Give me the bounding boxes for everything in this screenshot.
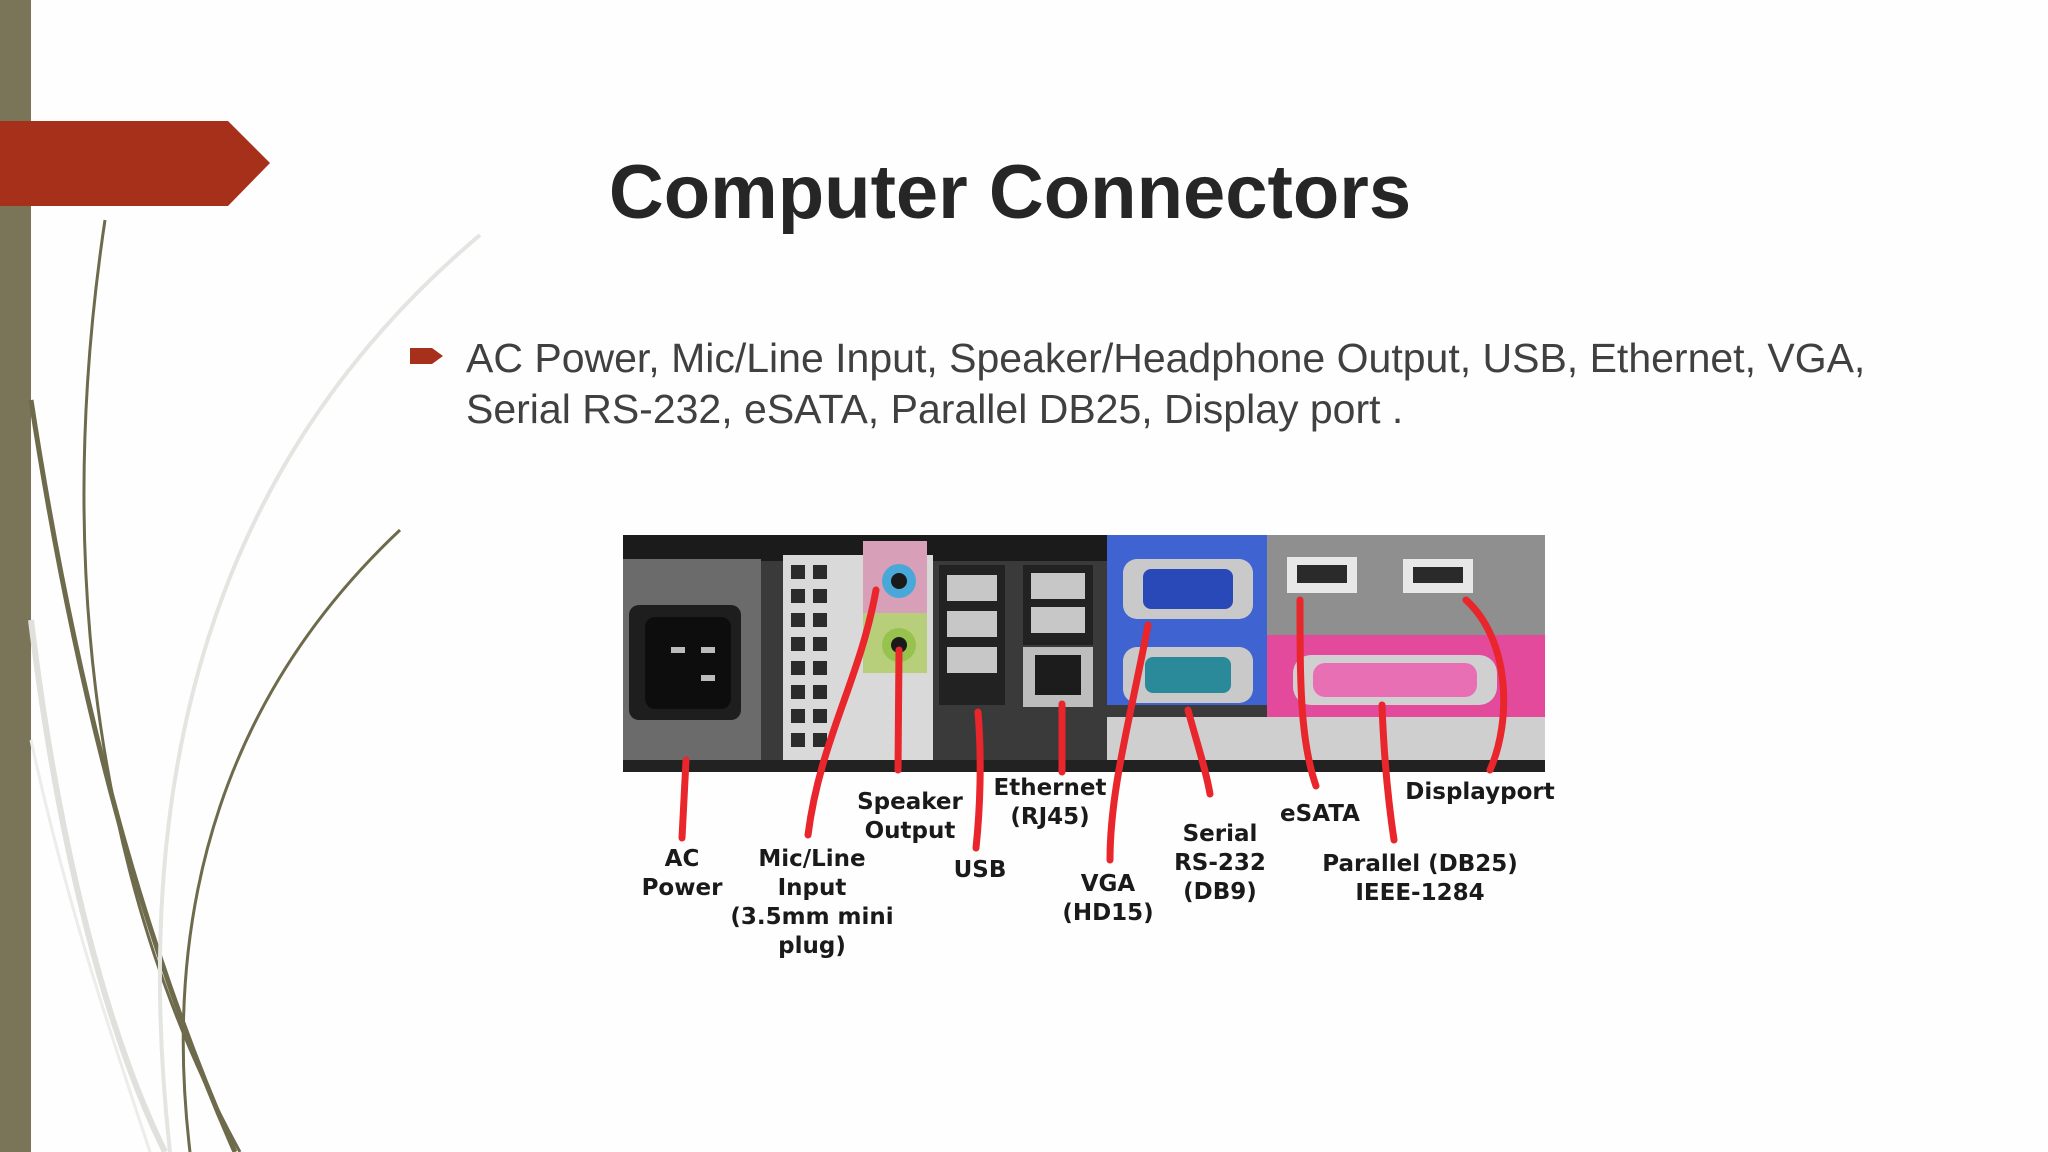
- rear-panel-photo: [623, 535, 1545, 772]
- label-vga: VGA (HD15): [1062, 871, 1154, 926]
- arrow-bullet-icon: [410, 348, 443, 364]
- title-accent-tab: [0, 121, 270, 206]
- label-esata: eSATA: [1280, 801, 1360, 827]
- label-mic-line-input: Mic/Line Input (3.5mm mini plug): [730, 846, 894, 959]
- decorative-curves: [28, 219, 482, 1152]
- label-displayport: Displayport: [1405, 779, 1555, 805]
- bullet-text: AC Power, Mic/Line Input, Speaker/Headph…: [466, 335, 1866, 432]
- label-ethernet: Ethernet (RJ45): [993, 775, 1107, 830]
- label-parallel: Parallel (DB25) IEEE-1284: [1322, 851, 1518, 906]
- label-usb: USB: [953, 857, 1007, 883]
- label-serial: Serial RS-232 (DB9): [1174, 821, 1266, 905]
- label-speaker-output: Speaker Output: [857, 789, 963, 844]
- slide-title: Computer Connectors: [608, 150, 1412, 235]
- label-ac-power: AC Power: [641, 846, 723, 901]
